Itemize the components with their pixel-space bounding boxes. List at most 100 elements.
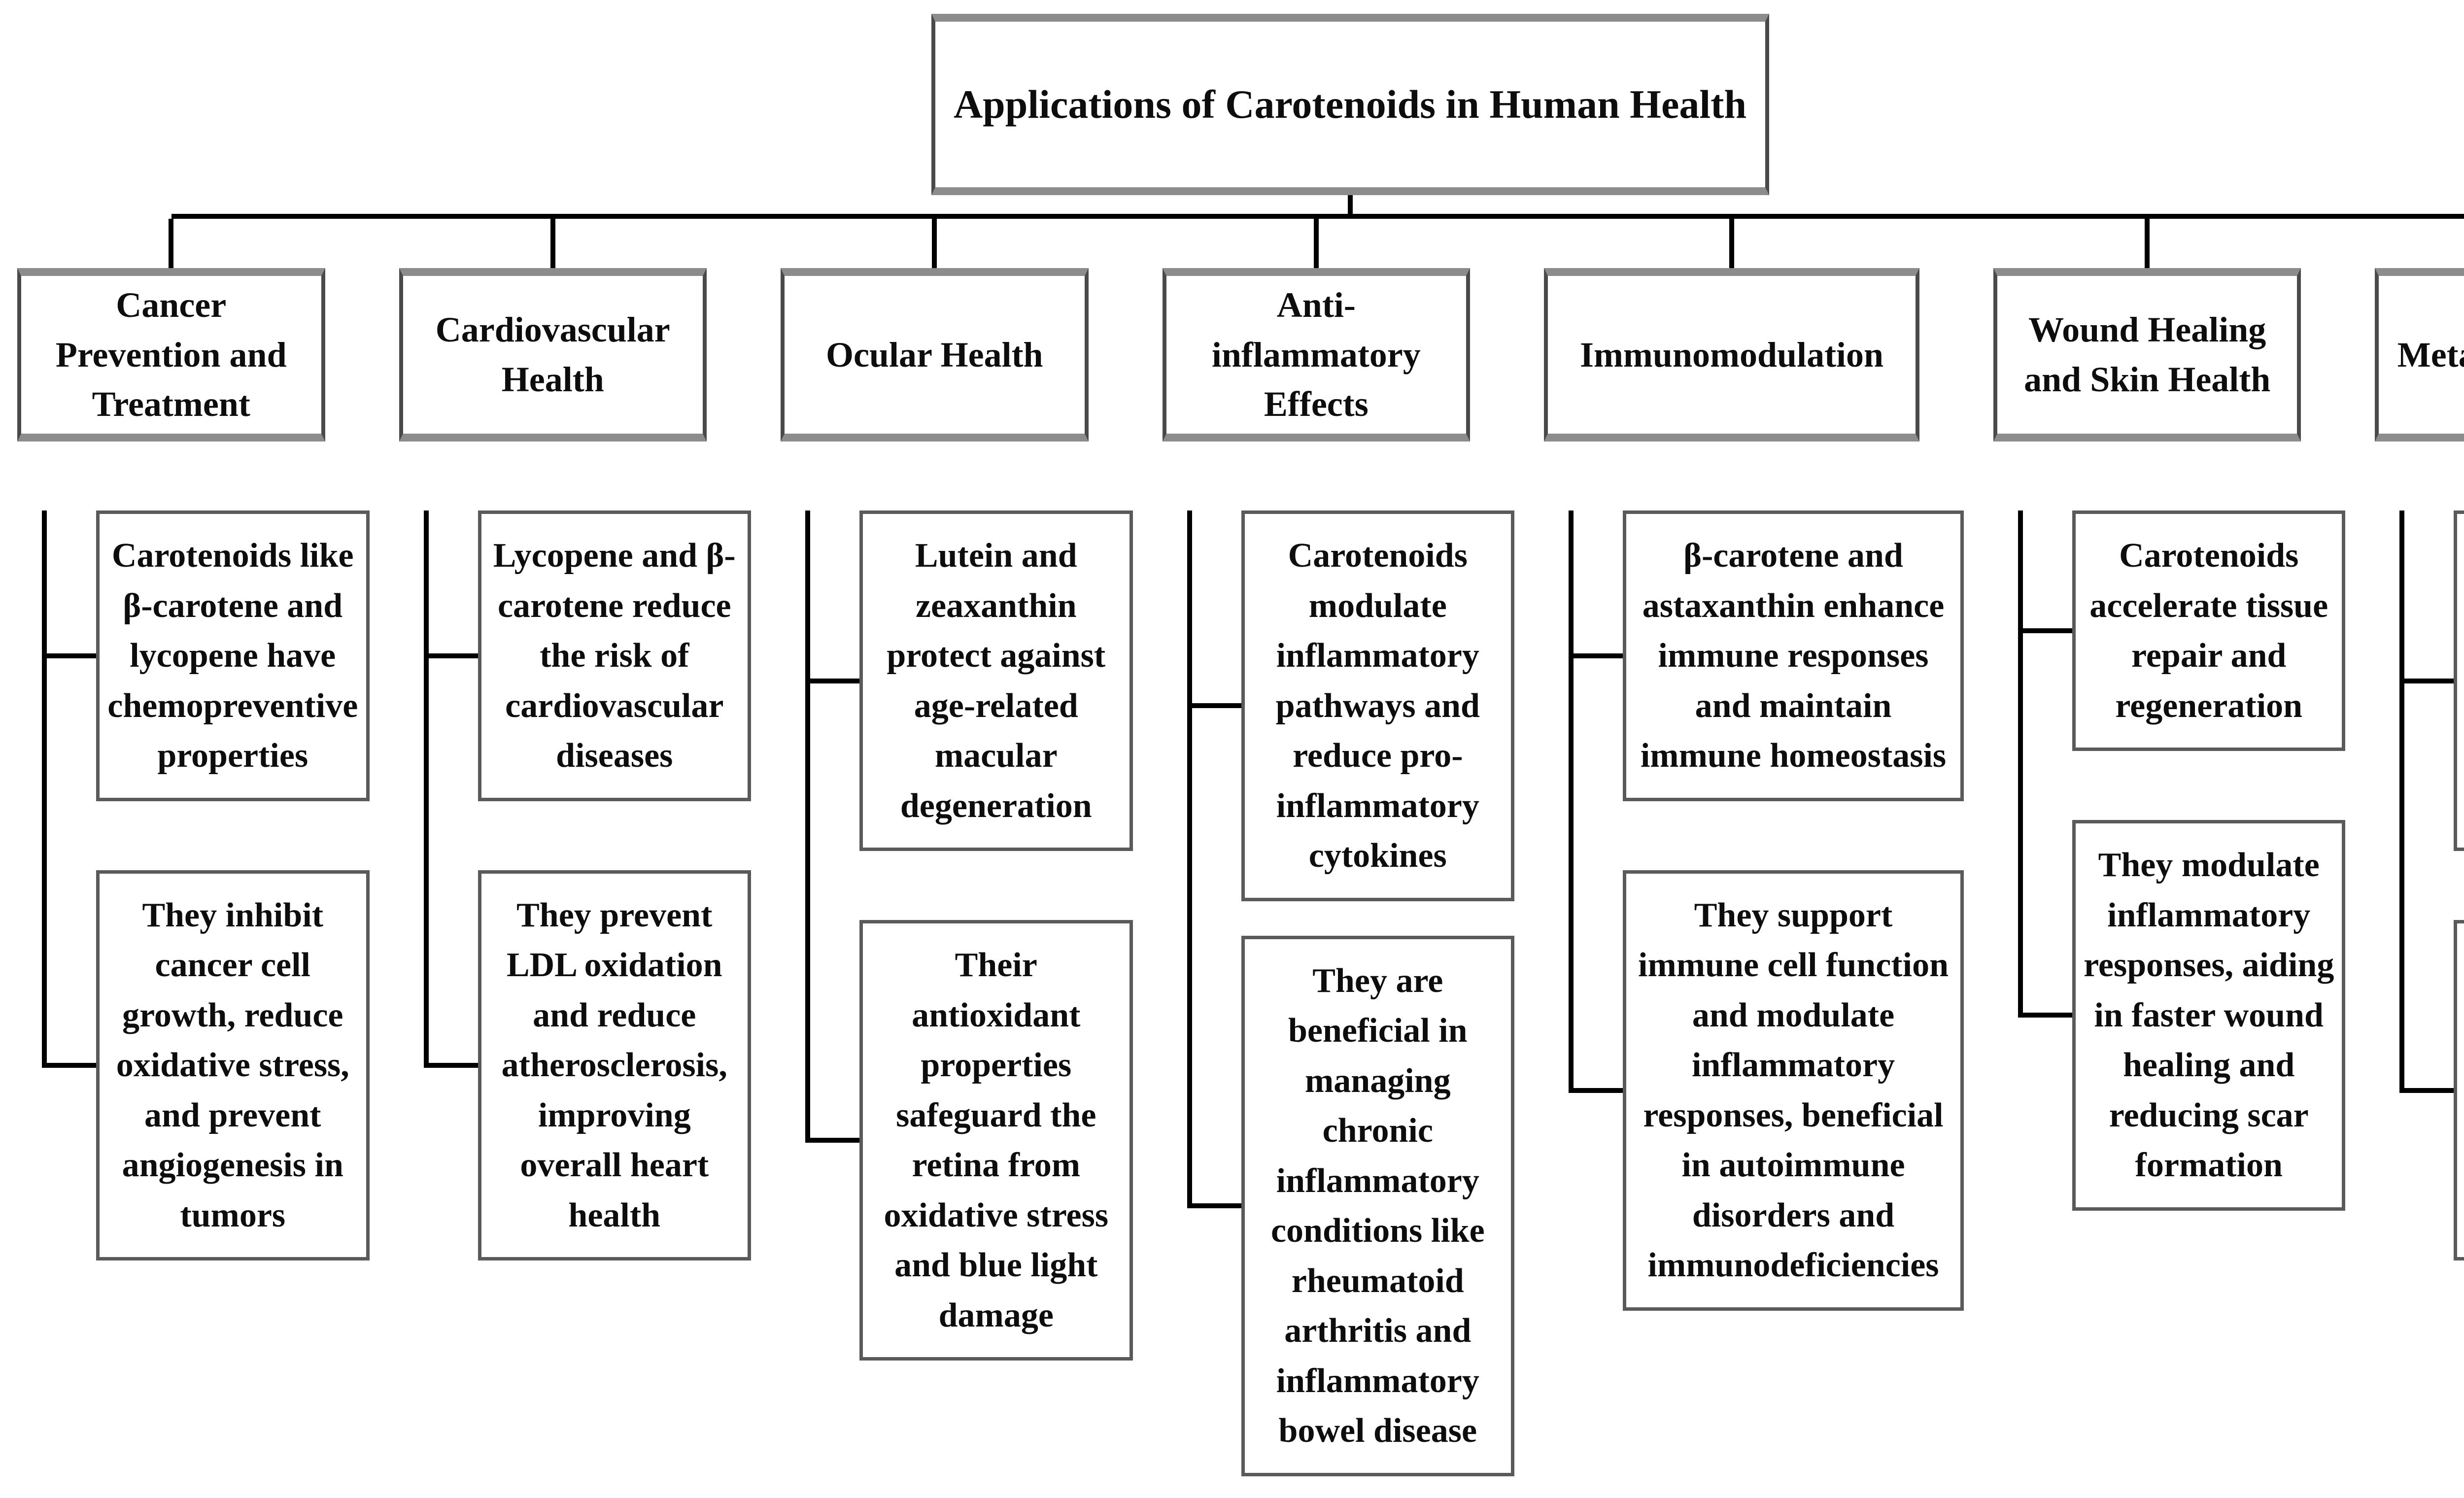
leaf-text: Carotenoids like β-carotene and lycopene… [107, 537, 358, 775]
root-node-title: Applications of Carotenoids in Human Hea… [931, 14, 1769, 195]
connector-title-drop-line [1347, 195, 1353, 219]
leaf-text: They prevent LDL oxidation and reduce at… [501, 896, 727, 1234]
branch-children: Lutein and zeaxanthin improve insulin se… [2375, 511, 2464, 1260]
connector-stub [42, 1062, 96, 1068]
branch-header-cardiovascular: Cardiovascular Health [399, 268, 707, 442]
branch-columns: Cancer Prevention and Treatment Caroteno… [0, 219, 2464, 1476]
leaf-text: They are beneficial in managing chronic … [1270, 961, 1485, 1450]
connector-stub [1569, 653, 1623, 658]
connector-header-stub [1729, 219, 1735, 268]
branch-header-label: Metabolic Health [2397, 335, 2464, 374]
connector-bus [0, 195, 2464, 219]
child-row: They are beneficial in managing chronic … [1163, 935, 1515, 1476]
leaf-node: Carotenoids modulate inflammatory pathwa… [1241, 511, 1515, 901]
connector-stub [805, 678, 860, 683]
connector-header-stub [1313, 219, 1319, 268]
leaf-node: Their antioxidant properties safeguard t… [859, 920, 1133, 1361]
child-row: Lycopene and β-carotene reduce the risk … [399, 511, 752, 801]
leaf-text: β-carotene and astaxanthin enhance immun… [1640, 537, 1947, 775]
connector-spine [805, 511, 811, 1140]
connector-stub [2399, 678, 2454, 683]
diagram-title-text: Applications of Carotenoids in Human Hea… [953, 82, 1747, 127]
branch-children: Carotenoids like β-carotene and lycopene… [17, 511, 370, 1260]
branch-header-label: Ocular Health [825, 335, 1043, 374]
leaf-text: Carotenoids modulate inflammatory pathwa… [1275, 537, 1480, 875]
child-row: β-carotene and astaxanthin enhance immun… [1544, 511, 1964, 801]
connector-spine [2018, 511, 2023, 1016]
branch-column-ocular: Ocular Health Lutein and zeaxanthin prot… [781, 219, 1133, 1361]
leaf-text: Their antioxidant properties safeguard t… [884, 946, 1109, 1334]
child-row: They support immune cell function and mo… [1544, 870, 1964, 1311]
branch-column-cardiovascular: Cardiovascular Health Lycopene and β-car… [399, 219, 752, 1260]
child-row: They prevent LDL oxidation and reduce at… [399, 870, 752, 1260]
branch-children: β-carotene and astaxanthin enhance immun… [1544, 511, 1964, 1311]
child-row: Carotenoids like β-carotene and lycopene… [17, 511, 370, 801]
connector-spine [423, 511, 429, 1066]
leaf-node: Carotenoids like β-carotene and lycopene… [96, 511, 370, 801]
leaf-node: Lutein and zeaxanthin improve insulin se… [2454, 511, 2464, 851]
branch-header-label: Anti-inflammatory Effects [1211, 285, 1421, 424]
connector-spine [42, 511, 47, 1066]
branch-header-metabolic: Metabolic Health [2375, 268, 2464, 442]
branch-header-anti-inflammatory: Anti-inflammatory Effects [1162, 268, 1471, 442]
branch-header-ocular: Ocular Health [781, 268, 1089, 442]
leaf-node: β-carotene and astaxanthin enhance immun… [1623, 511, 1964, 801]
leaf-text: They modulate inflammatory responses, ai… [2084, 846, 2334, 1184]
leaf-text: Lutein and zeaxanthin protect against ag… [887, 537, 1106, 825]
connector-spine [1569, 511, 1574, 1090]
branch-header-label: Cardiovascular Health [435, 310, 670, 399]
connector-header-stub [2145, 219, 2150, 268]
leaf-text: Lycopene and β-carotene reduce the risk … [493, 537, 736, 775]
leaf-node: They are beneficial in managing chronic … [1241, 935, 1515, 1476]
child-row: Lutein and zeaxanthin protect against ag… [781, 511, 1133, 851]
connector-stub [805, 1138, 860, 1143]
child-row: Lutein and zeaxanthin improve insulin se… [2375, 511, 2464, 851]
connector-spine [1187, 511, 1192, 1206]
leaf-node: They support immune cell function and mo… [1623, 870, 1964, 1311]
connector-stub [1569, 1088, 1623, 1093]
branch-header-immunomodulation: Immunomodulation [1544, 268, 1919, 442]
connector-header-stub [932, 219, 937, 268]
branch-column-metabolic: Metabolic Health Lutein and zeaxanthin i… [2375, 219, 2464, 1260]
branch-header-label: Immunomodulation [1579, 335, 1884, 374]
connector-stub [423, 653, 478, 658]
branch-children: Lutein and zeaxanthin protect against ag… [781, 511, 1133, 1361]
branch-children: Carotenoids accelerate tissue repair and… [1993, 511, 2346, 1211]
branch-children: Carotenoids modulate inflammatory pathwa… [1163, 511, 1515, 1476]
child-row: They inhibit cancer cell growth, reduce … [17, 870, 370, 1260]
leaf-text: They inhibit cancer cell growth, reduce … [116, 896, 349, 1234]
child-row: Carotenoids modulate inflammatory pathwa… [1163, 511, 1515, 901]
connector-stub [42, 653, 96, 658]
leaf-node: Lutein and zeaxanthin protect against ag… [859, 511, 1133, 851]
branch-column-immunomodulation: Immunomodulation β-carotene and astaxant… [1544, 219, 1964, 1311]
branch-header-wound-healing: Wound Healing and Skin Health [1993, 268, 2301, 442]
connector-stub [2018, 628, 2072, 633]
child-row: They modulate inflammatory responses, ai… [1993, 820, 2346, 1211]
child-row: Their antioxidant properties safeguard t… [781, 920, 1133, 1361]
branch-header-label: Cancer Prevention and Treatment [55, 285, 287, 424]
connector-stub [2399, 1088, 2454, 1093]
branch-header-cancer: Cancer Prevention and Treatment [17, 268, 325, 442]
branch-children: Lycopene and β-carotene reduce the risk … [399, 511, 752, 1260]
connector-header-stub [169, 219, 174, 268]
connector-stub [2018, 1013, 2072, 1018]
leaf-node: They modulate inflammatory responses, ai… [2072, 820, 2346, 1211]
leaf-node: Carotenoids accelerate tissue repair and… [2072, 511, 2346, 751]
leaf-node: They inhibit cancer cell growth, reduce … [96, 870, 370, 1260]
child-row: They contribute to managing metabolic sy… [2375, 920, 2464, 1260]
branch-column-cancer: Cancer Prevention and Treatment Caroteno… [17, 219, 370, 1260]
branch-column-wound-healing: Wound Healing and Skin Health Carotenoid… [1993, 219, 2346, 1211]
child-row: Carotenoids accelerate tissue repair and… [1993, 511, 2346, 751]
connector-stub [1187, 703, 1241, 709]
leaf-node: They contribute to managing metabolic sy… [2454, 920, 2464, 1260]
connector-horizontal-bus-line [171, 214, 2464, 219]
connector-stub [423, 1062, 478, 1068]
leaf-text: Carotenoids accelerate tissue repair and… [2089, 537, 2328, 725]
branch-header-label: Wound Healing and Skin Health [2024, 310, 2271, 399]
connector-stub [1187, 1203, 1241, 1208]
branch-column-anti-inflammatory: Anti-inflammatory Effects Carotenoids mo… [1162, 219, 1515, 1476]
leaf-node: They prevent LDL oxidation and reduce at… [478, 870, 752, 1260]
leaf-text: They support immune cell function and mo… [1638, 896, 1949, 1285]
connector-spine [2399, 511, 2405, 1090]
